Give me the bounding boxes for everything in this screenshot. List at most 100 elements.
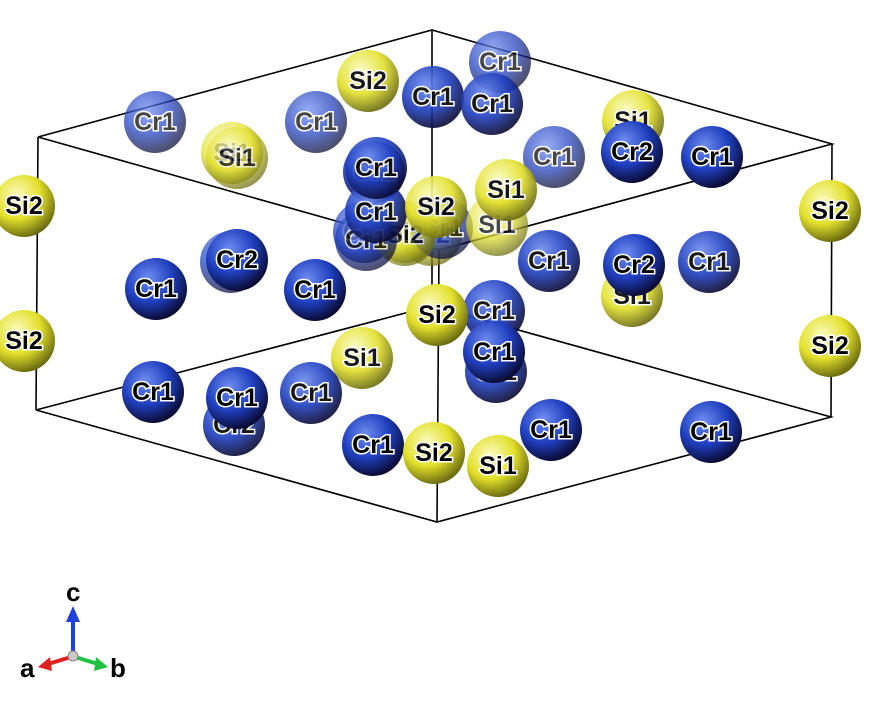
atom-label: Si2 (349, 67, 387, 95)
atom-sphere (342, 414, 404, 476)
atom-label: Si1 (479, 452, 517, 480)
atom-cr1: Cr1 (280, 362, 342, 424)
atom-sphere (461, 73, 523, 135)
atom-label: Si2 (811, 332, 849, 360)
atom-cr1: Cr1 (125, 258, 187, 320)
atom-si1: Si1 (331, 327, 393, 389)
atom-label: Cr1 (688, 248, 730, 276)
atom-cr2: Cr2 (206, 229, 268, 291)
axis-c-arrow-icon (66, 606, 80, 622)
atom-sphere (520, 399, 582, 461)
atom-label: Si1 (343, 344, 381, 372)
atom-label: Si2 (418, 301, 456, 329)
atom-sphere (125, 258, 187, 320)
atom-label: Si2 (5, 192, 43, 220)
atom-sphere (681, 126, 743, 188)
atom-cr2: Cr2 (603, 234, 665, 296)
atom-label: Cr1 (355, 198, 397, 226)
atom-cr1: Cr1 (206, 367, 268, 429)
atom-si2: Si2 (337, 50, 399, 112)
atom-label: Cr1 (216, 384, 258, 412)
atom-si2: Si2 (799, 180, 861, 242)
atom-label: Cr1 (352, 431, 394, 459)
atom-label: Cr1 (132, 378, 174, 406)
atom-label: Cr1 (471, 90, 513, 118)
atom-label: Si1 (218, 144, 256, 172)
atom-label: Cr1 (691, 143, 733, 171)
atom-label: Cr1 (295, 108, 337, 136)
axis-b-arrow-icon (94, 657, 108, 671)
atom-cr1: Cr1 (678, 231, 740, 293)
atom-label: Si2 (5, 327, 43, 355)
atom-cr1: Cr1 (122, 361, 184, 423)
atom-label: Si2 (811, 197, 849, 225)
atom-si1: Si1 (206, 127, 268, 189)
atom-label: Si2 (415, 439, 453, 467)
atom-sphere (206, 367, 268, 429)
atom-label: Cr1 (528, 247, 570, 275)
axis-indicator: c a b (20, 577, 126, 683)
axis-a-arrow-icon (38, 657, 52, 671)
atom-label: Cr1 (690, 418, 732, 446)
axis-b-label: b (110, 653, 126, 683)
atom-sphere (345, 137, 407, 199)
atom-sphere (206, 229, 268, 291)
atom-sphere (680, 401, 742, 463)
atom-cr1: Cr1 (520, 399, 582, 461)
atom-sphere (337, 50, 399, 112)
atom-label: Cr1 (473, 297, 515, 325)
atom-sphere (0, 175, 55, 237)
axis-origin (67, 650, 79, 662)
atom-label: Cr1 (412, 83, 454, 111)
atom-cr2: Cr2 (601, 121, 663, 183)
atom-sphere (467, 435, 529, 497)
atom-label: Cr1 (479, 48, 521, 76)
atom-si2: Si2 (799, 315, 861, 377)
atom-label: Cr1 (533, 143, 575, 171)
atom-si1: Si1 (475, 159, 537, 221)
axis-a-label: a (20, 653, 35, 683)
axis-c-label: c (66, 577, 80, 607)
atom-si2: Si2 (403, 422, 465, 484)
atom-sphere (518, 230, 580, 292)
atom-sphere (331, 327, 393, 389)
atoms-layer: Cr1Cr1Si1Cr1Si1Cr1Si2Si2Cr1Cr1Si2Si1Cr1C… (0, 31, 861, 497)
atom-cr1: Cr1 (402, 66, 464, 128)
atom-sphere (475, 159, 537, 221)
atom-label: Si2 (417, 193, 455, 221)
atom-sphere (523, 126, 585, 188)
atom-si1: Si1 (467, 435, 529, 497)
atom-cr1: Cr1 (469, 31, 531, 93)
atom-label: Cr1 (135, 275, 177, 303)
atom-cr1: Cr1 (518, 230, 580, 292)
atom-label: Cr1 (355, 154, 397, 182)
atom-sphere (345, 181, 407, 243)
atom-si2: Si2 (0, 310, 55, 372)
atom-cr1: Cr1 (342, 414, 404, 476)
atom-sphere (122, 361, 184, 423)
atom-si2: Si2 (405, 176, 467, 238)
atom-sphere (799, 180, 861, 242)
atom-sphere (678, 231, 740, 293)
atom-sphere (405, 176, 467, 238)
atom-sphere (285, 91, 347, 153)
atom-cr1: Cr1 (461, 73, 523, 135)
atom-cr1: Cr1 (345, 137, 407, 199)
axis-a-line (47, 655, 72, 666)
atom-sphere (603, 234, 665, 296)
atom-label: Cr2 (611, 138, 653, 166)
atom-label: Cr1 (294, 276, 336, 304)
axis-b-line (74, 655, 99, 666)
atom-sphere (799, 315, 861, 377)
atom-label: Cr1 (290, 379, 332, 407)
atom-cr1: Cr1 (463, 321, 525, 383)
atom-sphere (206, 127, 268, 189)
atom-sphere (406, 284, 468, 346)
atom-cr1: Cr1 (285, 91, 347, 153)
atom-sphere (280, 362, 342, 424)
atom-label: Cr1 (134, 108, 176, 136)
atom-label: Cr2 (613, 251, 655, 279)
atom-cr1: Cr1 (124, 91, 186, 153)
atom-si2: Si2 (406, 284, 468, 346)
